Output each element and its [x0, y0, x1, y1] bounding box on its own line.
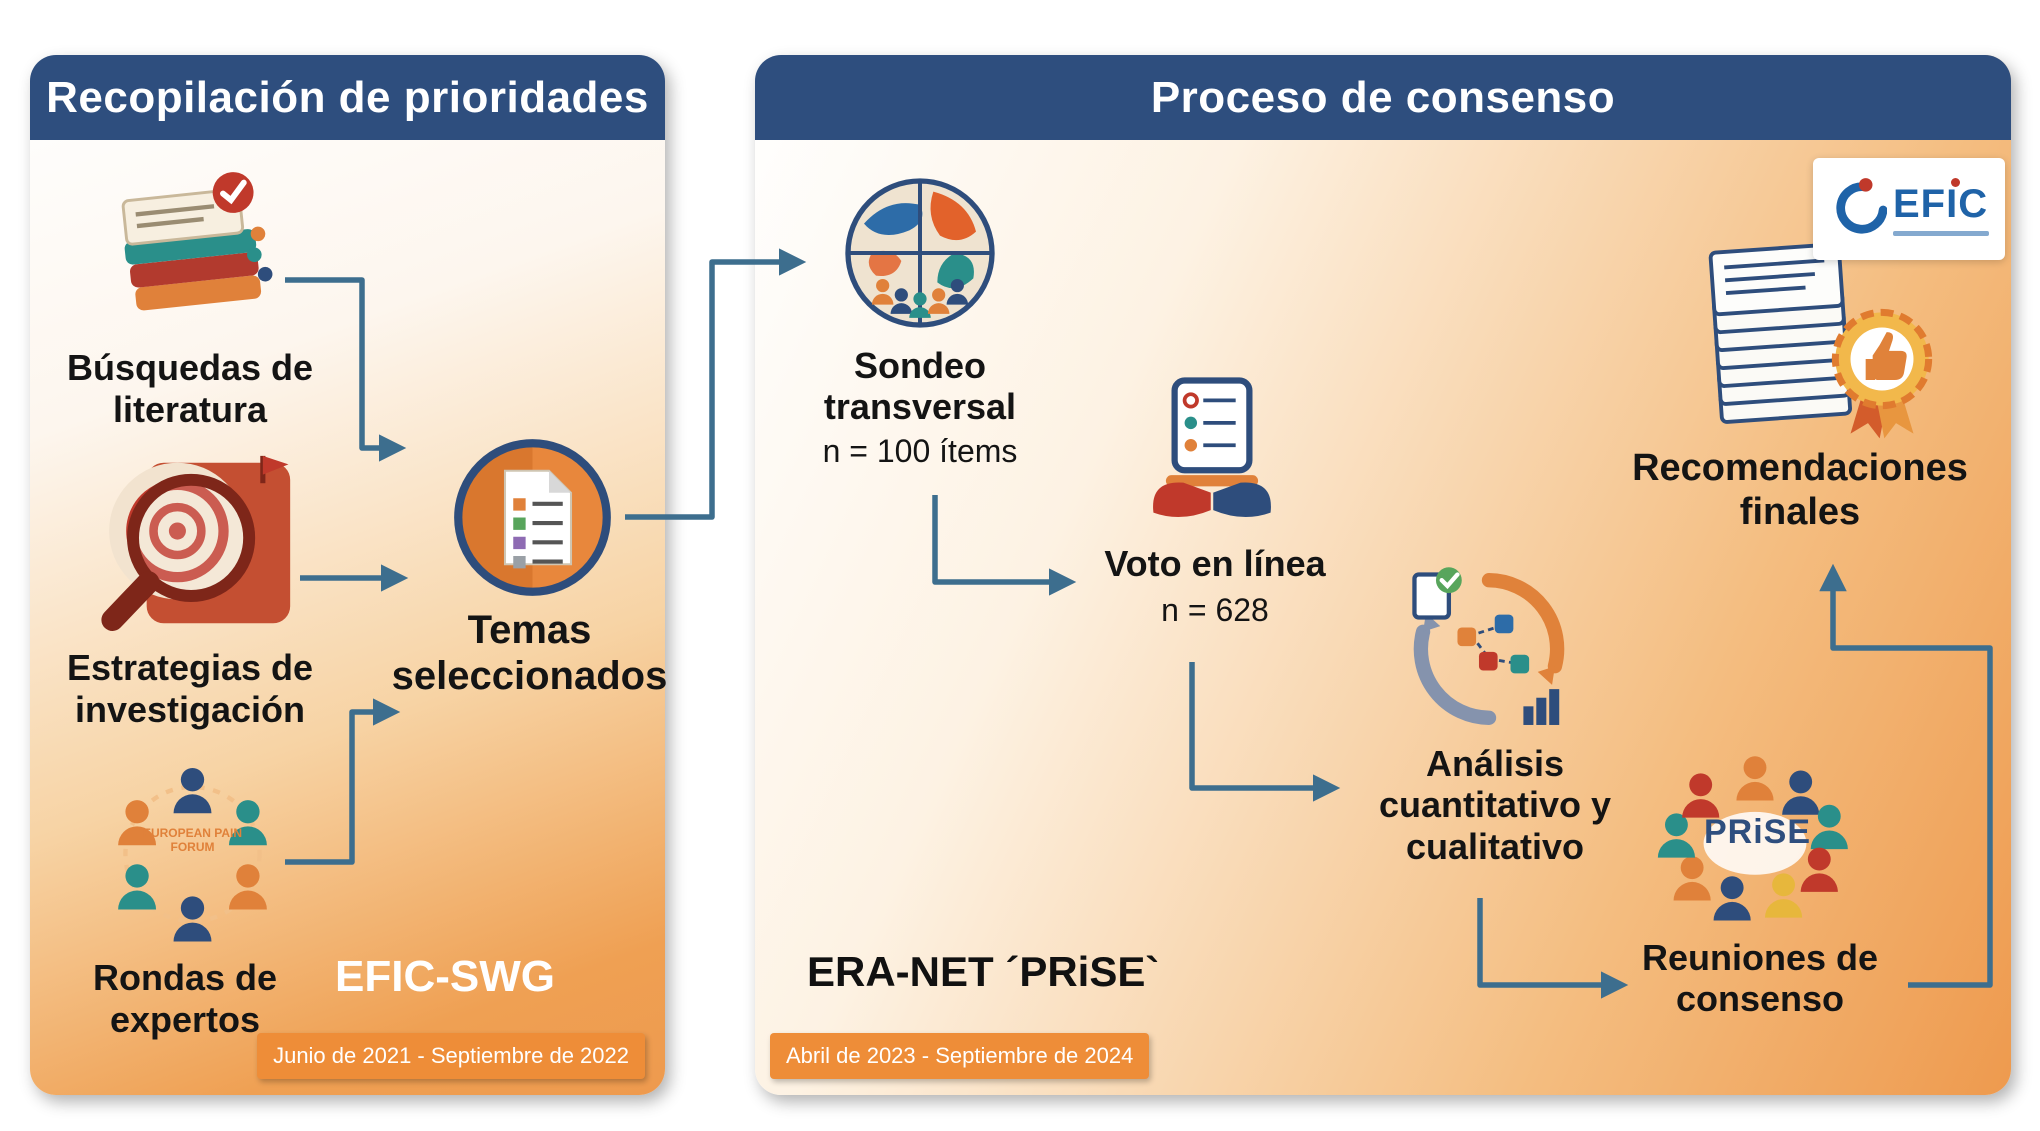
priorities-date-badge: Junio de 2021 - Septiembre de 2022	[257, 1033, 645, 1079]
magnifier-target-icon	[92, 448, 297, 638]
europe-globe-icon	[840, 173, 1000, 333]
efic-swirl-icon	[1836, 178, 1887, 234]
analysis-cycle-icon	[1403, 563, 1575, 735]
checklist-circle-icon	[450, 435, 615, 600]
analysis-label: Análisis cuantitativo y cualitativo	[1378, 743, 1612, 867]
source-label-strategies: Estrategias de investigación	[66, 647, 314, 730]
online-vote-icon	[1143, 373, 1281, 535]
thumbs-up-medal-icon	[1823, 303, 1941, 443]
priorities-panel: Recopilación de prioridades	[30, 55, 667, 1095]
efic-logo: EFIC	[1813, 158, 2005, 260]
final-recommendations-label: Recomendaciones finales	[1632, 447, 1968, 533]
efic-i-dot	[1951, 178, 1960, 187]
efic-swg-label: EFIC-SWG	[335, 952, 555, 1001]
consensus-panel-title: Proceso de consenso	[755, 55, 2011, 140]
selected-topics-label: Temas seleccionados	[391, 608, 668, 698]
efic-logo-text: EFIC	[1893, 178, 1988, 227]
efic-tagline-bar	[1893, 231, 1989, 236]
source-label-experts: Rondas de expertos	[92, 957, 278, 1040]
consensus-date-badge: Abril de 2023 - Septiembre de 2024	[770, 1033, 1150, 1079]
online-vote-n-value: n = 628	[1161, 592, 1269, 628]
survey-label: Sondeo transversal	[823, 345, 1017, 428]
literature-stack-icon	[105, 160, 280, 345]
priorities-panel-title: Recopilación de prioridades	[30, 55, 665, 140]
survey-n-value: n = 100 ítems	[822, 433, 1018, 469]
source-label-literature: Búsquedas de literatura	[66, 347, 314, 430]
prise-logo-text: PRiSE	[1703, 813, 1812, 851]
consensus-meetings-label: Reuniones de consenso	[1641, 937, 1879, 1020]
era-net-prise-label: ERA-NET ´PRiSE`	[807, 948, 1160, 995]
european-pain-forum-text: European Pain Forum	[142, 826, 243, 854]
document-stack-icon	[1690, 213, 1870, 443]
consensus-panel: Proceso de consenso Sondeo transversal n…	[755, 55, 2011, 1095]
expert-circle-icon	[105, 758, 280, 953]
online-vote-label: Voto en línea	[1104, 543, 1326, 584]
prise-logo-icon	[1655, 753, 1855, 928]
